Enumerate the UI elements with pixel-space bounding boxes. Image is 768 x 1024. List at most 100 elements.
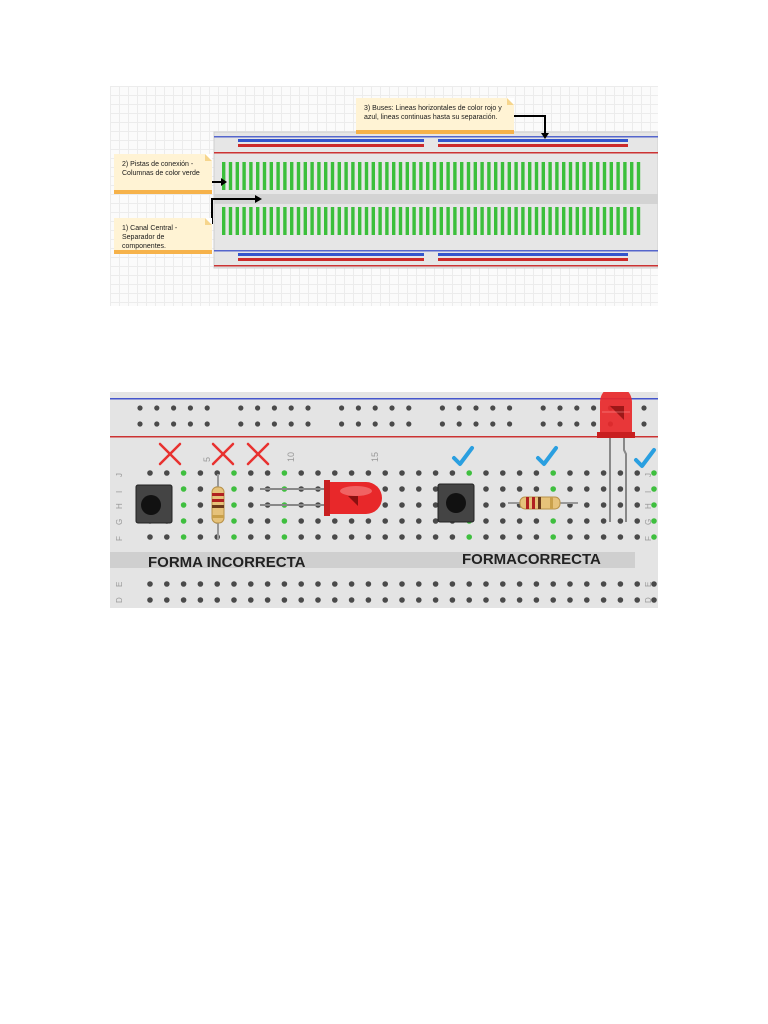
green-track-column bbox=[228, 207, 233, 235]
bus-red-top bbox=[214, 152, 658, 154]
terminal-hole bbox=[449, 470, 456, 476]
green-track-column bbox=[630, 162, 634, 190]
terminal-hole bbox=[399, 518, 405, 524]
green-track-column bbox=[500, 207, 505, 235]
green-track-column bbox=[337, 162, 341, 190]
terminal-hole bbox=[567, 534, 573, 540]
bus-hole bbox=[271, 405, 277, 411]
terminal-hole bbox=[651, 534, 657, 540]
bus-hole bbox=[137, 421, 143, 427]
green-track-column bbox=[303, 162, 307, 190]
terminal-hole bbox=[197, 518, 204, 524]
row-letter-e-right: E bbox=[644, 582, 653, 587]
terminal-hole bbox=[550, 486, 556, 492]
terminal-hole bbox=[500, 470, 506, 476]
terminal-hole bbox=[483, 470, 489, 476]
terminal-hole bbox=[248, 470, 254, 476]
bus-hole bbox=[305, 405, 311, 411]
green-track-column bbox=[426, 162, 430, 190]
green-track-column bbox=[269, 207, 273, 235]
terminal-hole bbox=[348, 518, 355, 524]
terminal-hole bbox=[332, 518, 338, 524]
terminal-hole bbox=[264, 518, 271, 524]
terminal-hole bbox=[600, 502, 607, 508]
terminal-hole bbox=[483, 534, 489, 540]
green-track-column bbox=[473, 162, 477, 190]
terminal-hole bbox=[315, 534, 321, 540]
green-track-column bbox=[344, 162, 348, 190]
bus-hole bbox=[255, 421, 261, 427]
arrow-canal bbox=[211, 198, 256, 224]
terminal-hole bbox=[567, 470, 573, 476]
terminal-hole bbox=[180, 470, 187, 476]
note-pistas: 2) Pistas de conexión - Columnas de colo… bbox=[114, 154, 212, 194]
terminal-hole bbox=[584, 534, 590, 540]
bus-hole bbox=[355, 421, 361, 427]
terminal-hole bbox=[298, 534, 304, 540]
green-track-column bbox=[378, 207, 382, 235]
green-track-column bbox=[398, 207, 403, 235]
terminal-hole bbox=[180, 502, 187, 508]
bus-hole bbox=[557, 405, 563, 411]
red-x-icon bbox=[211, 442, 235, 466]
bus-hole bbox=[574, 421, 580, 427]
green-track-column bbox=[562, 207, 566, 235]
green-track-column bbox=[337, 207, 341, 235]
bus-line-red-bottom-right bbox=[438, 258, 628, 261]
terminal-hole bbox=[550, 597, 556, 603]
bus-hole bbox=[372, 405, 378, 411]
row-letter-h-left: H bbox=[115, 503, 124, 509]
terminal-hole bbox=[516, 470, 523, 476]
green-track-column bbox=[494, 162, 498, 190]
bus-hole bbox=[372, 421, 378, 427]
row-letter-h-right: H bbox=[644, 503, 653, 509]
row-letter-g-right: G bbox=[644, 519, 653, 525]
bus-hole bbox=[271, 421, 277, 427]
bus-hole bbox=[355, 405, 361, 411]
breadboard-body-2 bbox=[110, 392, 658, 608]
green-track-column bbox=[466, 162, 471, 190]
central-channel bbox=[214, 194, 658, 204]
row-letter-f-left: F bbox=[115, 536, 124, 541]
terminal-hole bbox=[382, 486, 389, 492]
label-forma-correcta: FORMACORRECTA bbox=[462, 551, 601, 568]
green-track-column bbox=[324, 207, 328, 235]
terminal-hole bbox=[500, 534, 506, 540]
terminal-hole bbox=[264, 534, 271, 540]
green-track-column bbox=[555, 162, 559, 190]
terminal-hole bbox=[432, 518, 439, 524]
terminal-hole bbox=[651, 470, 657, 476]
terminal-hole bbox=[617, 597, 624, 603]
terminal-hole bbox=[600, 534, 607, 540]
terminal-hole bbox=[432, 581, 439, 587]
terminal-hole bbox=[516, 518, 523, 524]
terminal-hole bbox=[231, 597, 237, 603]
bus-hole bbox=[490, 405, 496, 411]
terminal-hole bbox=[500, 518, 506, 524]
terminal-hole bbox=[416, 534, 422, 540]
bus-hole bbox=[187, 421, 193, 427]
terminal-hole bbox=[248, 486, 254, 492]
bus-hole bbox=[439, 421, 445, 427]
terminal-hole bbox=[197, 534, 204, 540]
terminal-hole bbox=[298, 518, 304, 524]
green-track-column bbox=[623, 162, 627, 190]
terminal-hole bbox=[382, 534, 389, 540]
terminal-hole bbox=[617, 502, 624, 508]
pushbutton-correct bbox=[437, 483, 475, 523]
terminal-hole bbox=[298, 470, 304, 476]
terminal-hole bbox=[281, 518, 288, 524]
terminal-hole bbox=[533, 597, 540, 603]
green-track-column bbox=[555, 207, 559, 235]
bus-line-blue-top-left bbox=[238, 139, 424, 142]
arrow-canal-head bbox=[255, 195, 262, 203]
terminal-hole bbox=[197, 502, 204, 508]
row-letter-g-left: G bbox=[115, 519, 124, 525]
terminal-hole bbox=[382, 470, 389, 476]
terminal-hole bbox=[214, 597, 220, 603]
terminal-hole bbox=[651, 597, 657, 603]
terminal-hole bbox=[231, 502, 237, 508]
column-number-10: 10 bbox=[286, 452, 296, 462]
terminal-hole bbox=[248, 518, 254, 524]
green-track-column bbox=[432, 207, 437, 235]
